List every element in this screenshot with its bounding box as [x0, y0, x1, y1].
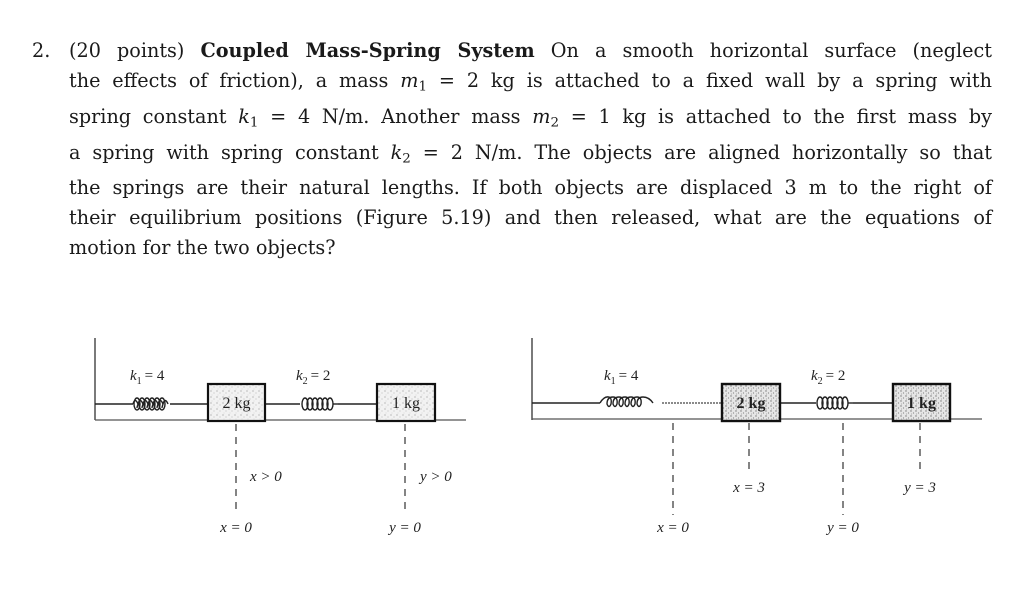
mass-label: 1 kg — [907, 395, 936, 412]
k2-label: k2= 2 — [296, 368, 330, 387]
var-k1: k1 — [238, 104, 259, 130]
var-k2: k2 — [390, 140, 411, 166]
var-symbol: k — [238, 104, 250, 128]
problem-line-7: motion for the two objects? — [69, 235, 336, 259]
k2-label: k2= 2 — [811, 368, 845, 387]
var-symbol: m — [532, 104, 551, 128]
problem-line-4: a spring with spring constant k2 = 2 N/m… — [69, 138, 992, 174]
var-subscript: 1 — [418, 78, 428, 94]
y-zero-label: y = 0 — [825, 520, 859, 536]
y-positive-label: y > 0 — [418, 469, 452, 485]
x-positive-label: x > 0 — [249, 469, 282, 485]
var-symbol: m — [400, 68, 419, 92]
problem-line-1: (20 points) Coupled Mass-Spring System O… — [69, 36, 992, 66]
x-zero-label: x = 0 — [219, 520, 252, 536]
spring-k1-stretched — [599, 396, 654, 408]
problem-title: Coupled Mass-Spring System — [200, 39, 535, 62]
line-text: = 2 N/m. The objects are aligned horizon… — [410, 140, 992, 164]
k1-label: k1= 4 — [604, 368, 639, 387]
line-text: the effects of friction), a mass — [69, 68, 401, 92]
spring-k2 — [301, 397, 338, 411]
spring-k1 — [132, 397, 169, 411]
line-text: On a smooth horizontal surface (neglect — [550, 39, 992, 62]
x-three-label: x = 3 — [732, 480, 765, 496]
figure-equilibrium: 2 kg 1 kg k1= 4 k2= 2 x > 0 y > 0 x = 0 … — [94, 338, 466, 536]
line-text: = 4 N/m. Another mass — [258, 104, 533, 128]
line-text: = 2 kg is attached to a fixed wall by a … — [427, 68, 992, 92]
problem-points: (20 points) — [69, 39, 185, 62]
spring-k2-compressed — [816, 396, 853, 410]
mass-2kg: 2 kg — [206, 382, 267, 423]
var-symbol: k — [390, 140, 403, 164]
mass-1kg: 1 kg — [375, 382, 437, 423]
line-text: a spring with spring constant — [69, 140, 391, 164]
problem-line-2: the effects of friction), a mass m1 = 2 … — [69, 66, 992, 102]
problem-line-3: spring constant k1 = 4 N/m. Another mass… — [69, 102, 992, 138]
problem-line-6: their equilibrium positions (Figure 5.19… — [69, 206, 992, 230]
problem-body: (20 points) Coupled Mass-Spring System O… — [69, 36, 992, 262]
y-three-label: y = 3 — [902, 480, 936, 496]
var-subscript: 2 — [550, 114, 559, 130]
line-text: spring constant — [69, 104, 239, 128]
problem-line-5: the springs are their natural lengths. I… — [69, 176, 992, 200]
mass-2kg: 2 kg — [720, 382, 782, 423]
var-subscript: 2 — [402, 150, 411, 166]
mass-1kg: 1 kg — [891, 382, 952, 423]
line-text: = 1 kg is attached to the first mass by — [559, 104, 993, 128]
mass-label: 2 kg — [223, 395, 251, 412]
figure-displaced: 2 kg 1 kg k1= 4 k2= 2 x = 3 y = 3 x = 0 … — [531, 338, 982, 536]
x-zero-label: x = 0 — [656, 520, 689, 536]
mass-label: 2 kg — [737, 395, 766, 412]
k1-label: k1= 4 — [130, 368, 165, 387]
var-subscript: 1 — [249, 114, 259, 130]
var-m2: m2 — [532, 104, 559, 130]
mass-label: 1 kg — [392, 395, 420, 412]
var-m1: m1 — [400, 68, 428, 94]
problem-number: 2. — [32, 39, 51, 62]
problem-statement: 2. (20 points) Coupled Mass-Spring Syste… — [32, 36, 992, 262]
y-zero-label: y = 0 — [387, 520, 421, 536]
